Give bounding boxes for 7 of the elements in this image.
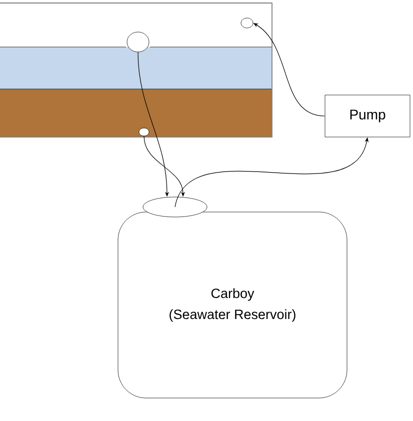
- port-circle: [138, 128, 150, 136]
- opening-ellipse: [142, 196, 208, 218]
- carboy-container: Carboy (Seawater Reservoir): [118, 212, 348, 398]
- tank-drawing: [0, 2, 272, 138]
- port-circle: [126, 32, 150, 52]
- pump-box: Pump: [324, 94, 410, 138]
- port-circle: [240, 18, 254, 28]
